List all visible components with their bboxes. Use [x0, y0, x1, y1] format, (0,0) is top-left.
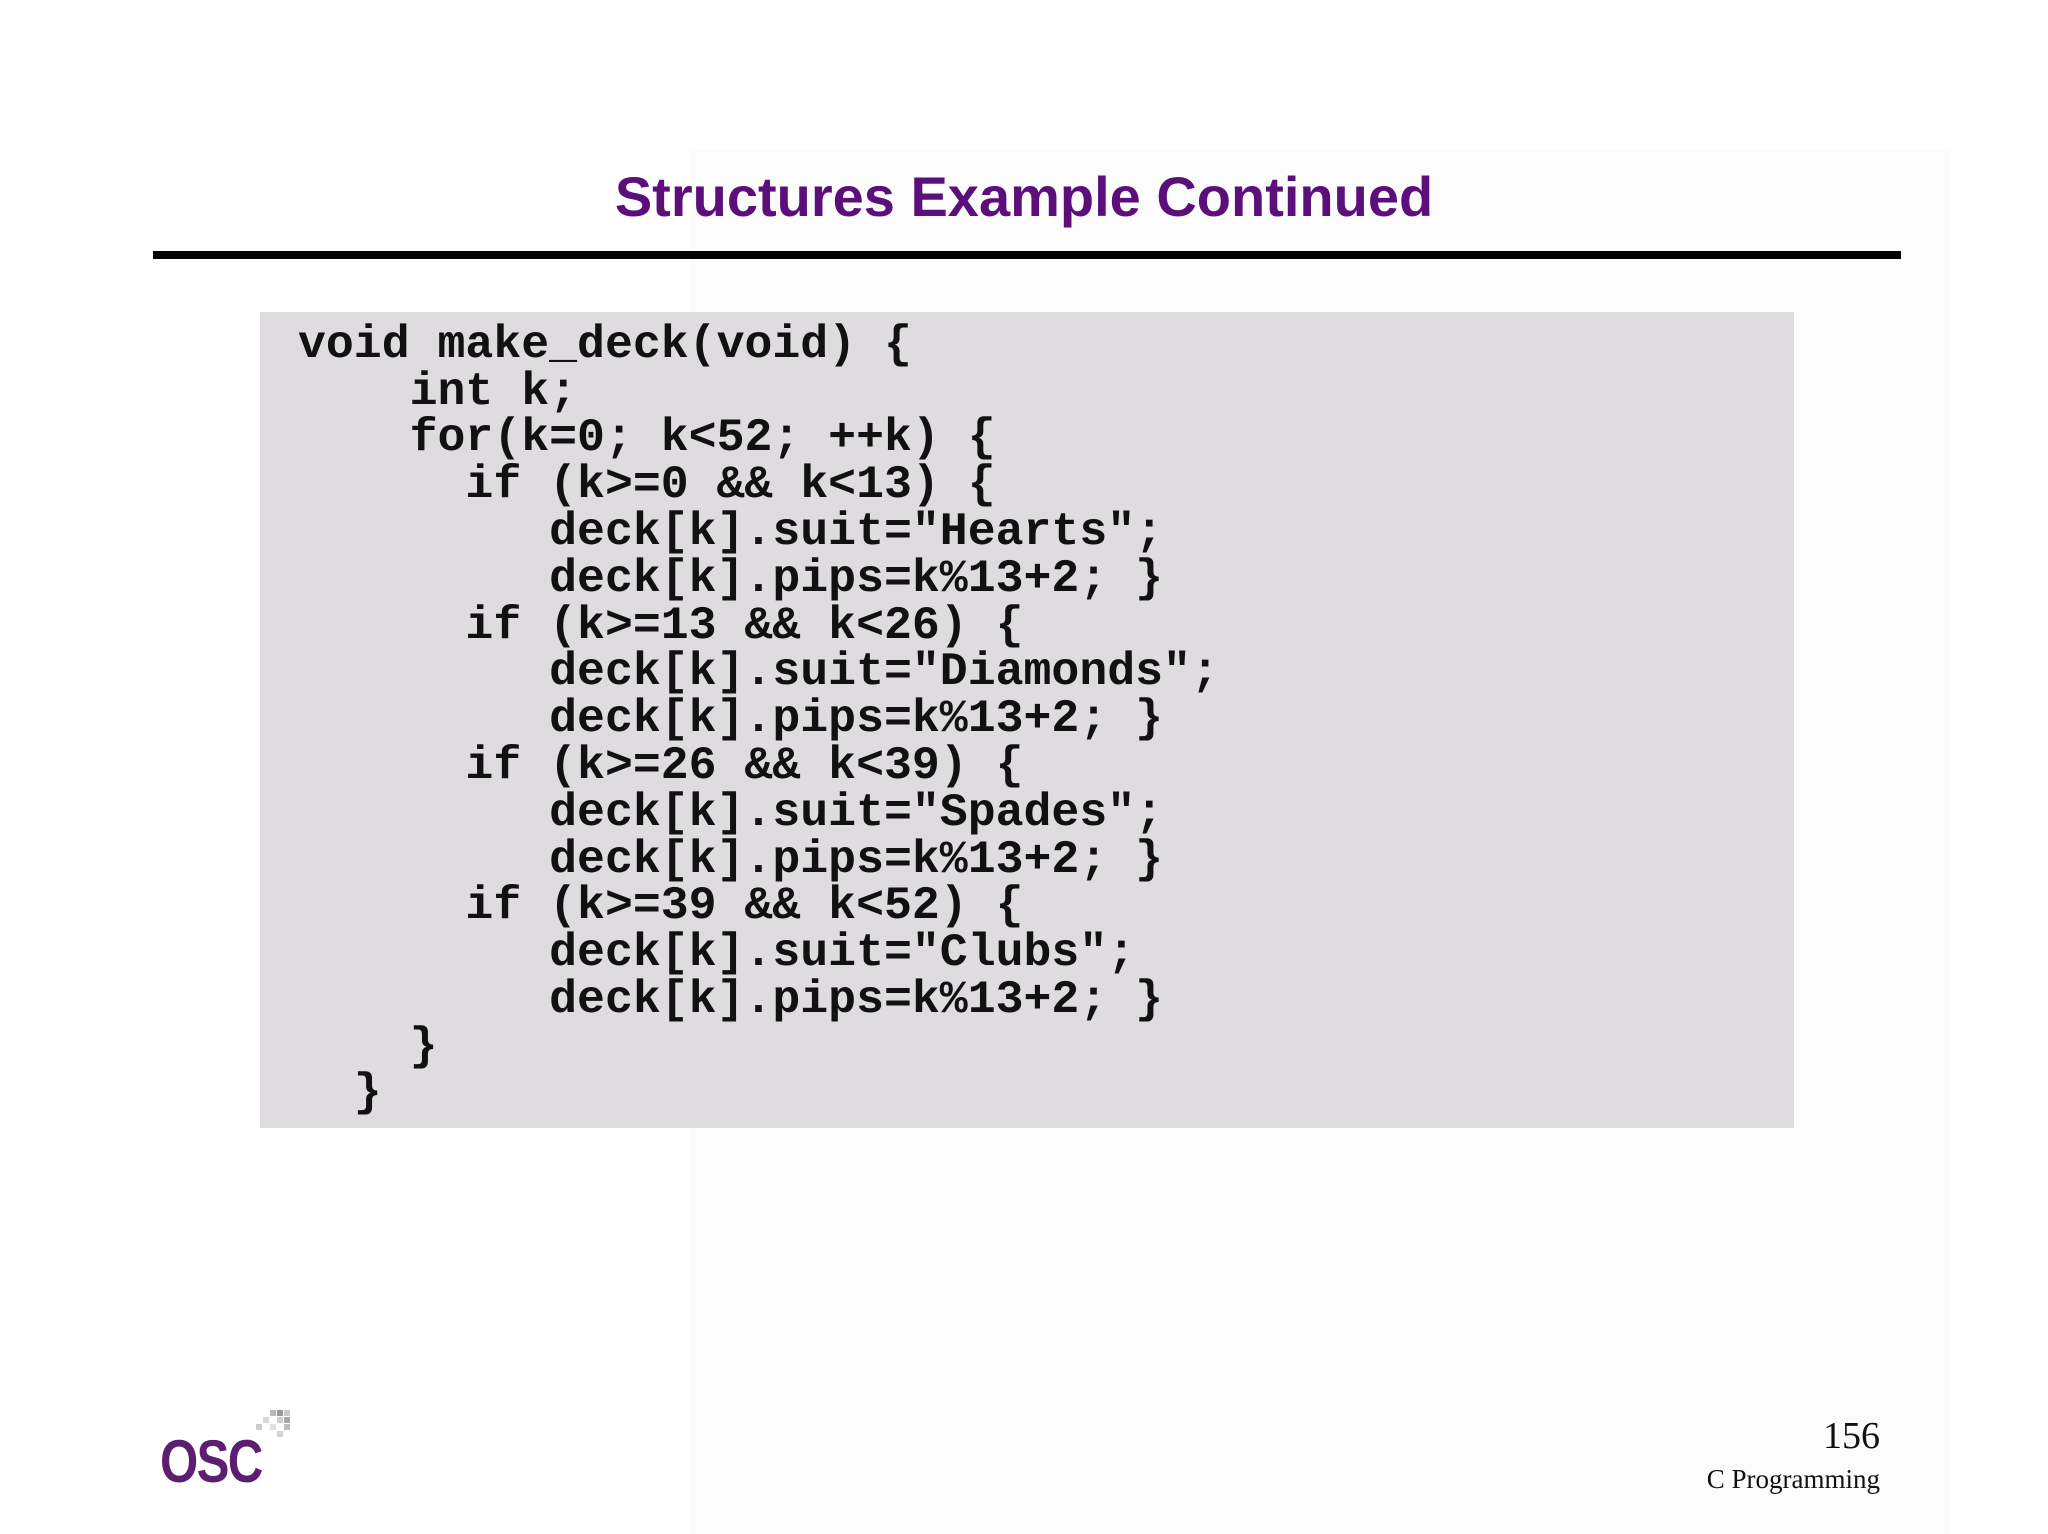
code-line: if (k>=13 && k<26) {: [298, 599, 1024, 652]
page-number: 156: [1823, 1415, 1880, 1457]
code-line: deck[k].suit="Clubs";: [298, 926, 1136, 979]
course-name: C Programming: [1706, 1464, 1880, 1494]
code-line: deck[k].pips=k%13+2; }: [298, 973, 1164, 1026]
code-line: }: [298, 1020, 438, 1073]
code-line: int k;: [298, 365, 578, 418]
code-line: if (k>=26 && k<39) {: [298, 739, 1024, 792]
code-line: for(k=0; k<52; ++k) {: [298, 411, 996, 464]
code-line: void make_deck(void) {: [298, 318, 912, 371]
logo-dots-icon: [256, 1410, 290, 1437]
code-line: deck[k].pips=k%13+2; }: [298, 552, 1164, 605]
code-line: }: [298, 1066, 382, 1119]
logo-text: OSC: [160, 1428, 263, 1495]
title-underline: [153, 251, 1901, 259]
code-block: [260, 312, 1794, 1128]
code-line: deck[k].suit="Hearts";: [298, 505, 1164, 558]
osc-logo: OSC: [160, 1410, 300, 1500]
code-line: deck[k].pips=k%13+2; }: [298, 833, 1164, 886]
slide-title: Structures Example Continued: [614, 165, 1434, 228]
code-line: if (k>=0 && k<13) {: [298, 458, 996, 511]
code-line: if (k>=39 && k<52) {: [298, 879, 1024, 932]
code-line: deck[k].suit="Diamonds";: [298, 645, 1219, 698]
code-line: deck[k].pips=k%13+2; }: [298, 692, 1164, 745]
code-line: deck[k].suit="Spades";: [298, 786, 1164, 839]
